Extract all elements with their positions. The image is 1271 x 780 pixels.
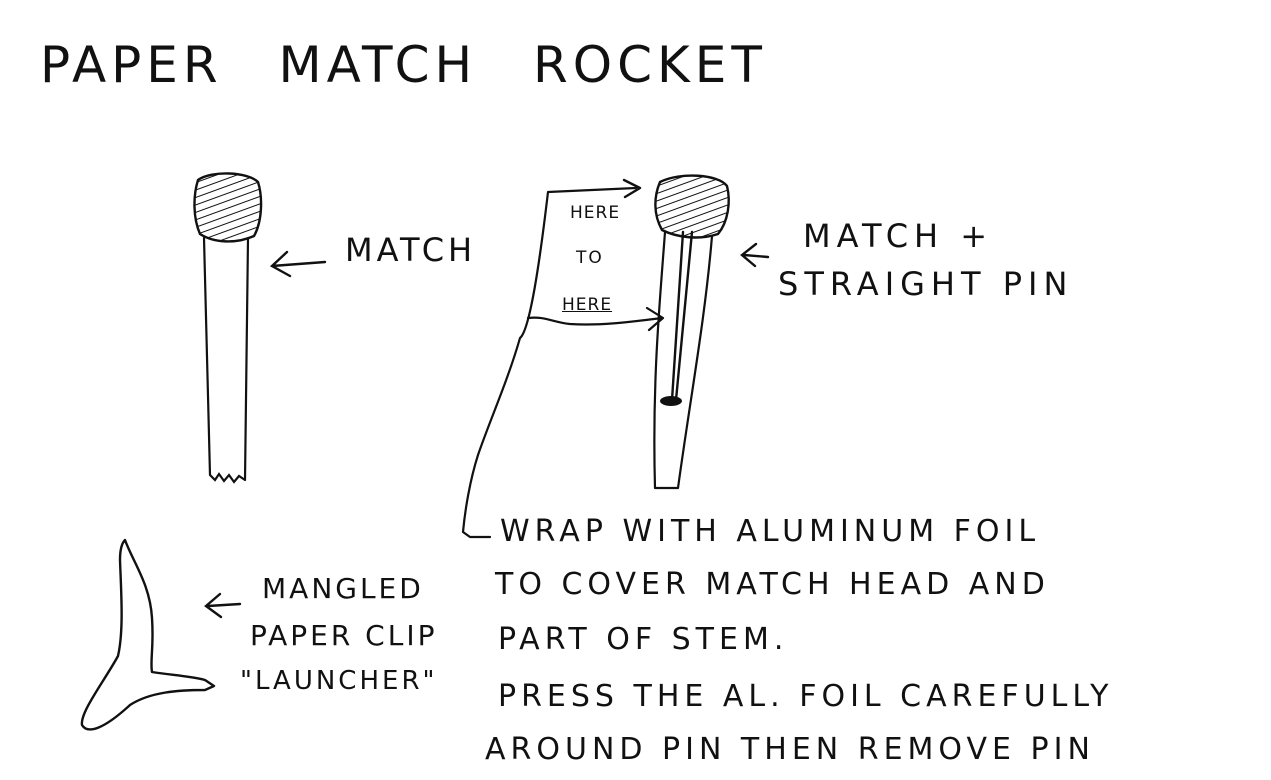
pinned-match-head (654, 174, 730, 239)
label-here-top: HERE (570, 203, 621, 223)
label-match-pin-line2: STRAIGHT PIN (778, 265, 1074, 303)
instruction-line: WRAP WITH ALUMINUM FOIL (500, 514, 1041, 549)
label-clip-line1: MANGLED (262, 572, 424, 605)
label-clip-line2: PAPER CLIP (250, 619, 438, 652)
paper-clip-launcher (80, 538, 216, 731)
match-pin-arrow (740, 242, 770, 268)
match-head (193, 172, 263, 243)
foil-outline-path (461, 186, 638, 539)
match-stem (202, 236, 250, 484)
foil-wrap-outline (461, 178, 665, 539)
match-arrow (269, 250, 327, 278)
match-with-pin (653, 174, 730, 490)
paper-clip-shape (80, 538, 216, 731)
instruction-line: TO COVER MATCH HEAD AND (495, 567, 1050, 602)
instruction-line: PART OF STEM. (498, 622, 789, 657)
straight-pin (670, 230, 694, 402)
here-top-arrowhead (622, 178, 642, 199)
instruction-line: AROUND PIN THEN REMOVE PIN (485, 732, 1095, 767)
clip-arrow (204, 592, 242, 619)
label-match-pin-line1: MATCH + (803, 217, 994, 255)
plain-match (193, 172, 263, 484)
instruction-line: PRESS THE AL. FOIL CAREFULLY (498, 679, 1114, 714)
label-clip-line3: "LAUNCHER" (240, 666, 438, 696)
label-to: TO (576, 248, 604, 268)
pinned-match-stem (653, 230, 714, 490)
here-bottom-arrow (526, 306, 665, 332)
pin-head (660, 396, 682, 406)
label-here-bottom: HERE (562, 295, 613, 315)
label-match: MATCH (345, 231, 477, 269)
page-title: PAPER MATCH ROCKET (40, 36, 767, 94)
